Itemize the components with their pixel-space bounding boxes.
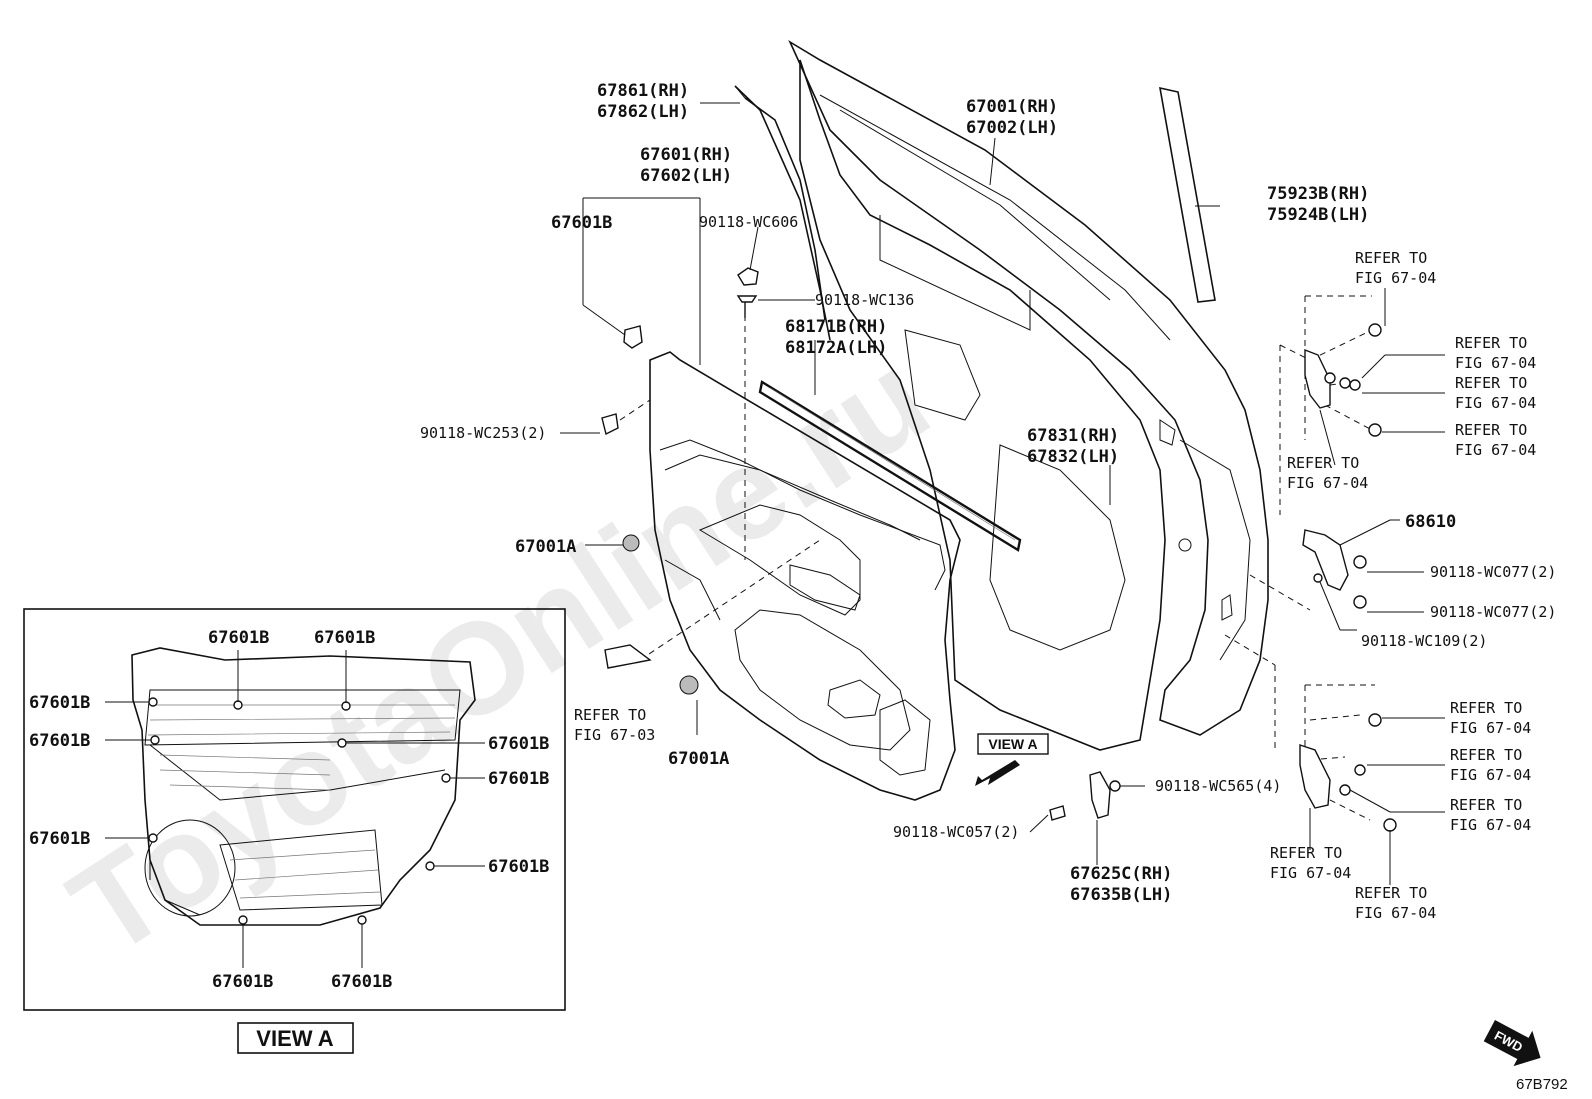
refer-fig-label: FIG 67-04 xyxy=(1287,474,1368,492)
refer-fig-label: FIG 67-04 xyxy=(1450,719,1531,737)
plug-67001A-1 xyxy=(622,534,640,552)
refer-fig-label: FIG 67-03 xyxy=(574,726,655,744)
garnish-fig6703 xyxy=(604,644,652,669)
label-wc565: 90118-WC565(4) xyxy=(1155,777,1281,795)
label-67001A-2: 67001A xyxy=(668,749,729,769)
lower-hinge xyxy=(1299,744,1331,809)
view-a-inset: 67601B 67601B 67601B 67601B 67601B 67601… xyxy=(23,608,566,1011)
view-a-label: 67601B xyxy=(29,693,90,713)
view-a-clips xyxy=(148,697,451,925)
refer-fig-label: FIG 67-04 xyxy=(1455,394,1536,412)
label-67862: 67862(LH) xyxy=(597,102,689,122)
refer-fig-label: FIG 67-04 xyxy=(1450,766,1531,784)
plug-67001A-2 xyxy=(679,675,699,695)
view-a-leaders xyxy=(105,650,485,968)
label-67001A-1: 67001A xyxy=(515,537,576,557)
pillar-garnish-75923B xyxy=(1159,86,1216,303)
refer-label: REFER TO xyxy=(1455,334,1527,352)
refer-fig-label: FIG 67-04 xyxy=(1455,441,1536,459)
refer-label: REFER TO xyxy=(1455,374,1527,392)
refer-label: REFER TO xyxy=(1287,454,1359,472)
label-67002: 67002(LH) xyxy=(966,118,1058,138)
weatherstrip-67861 xyxy=(734,85,831,341)
clip-90118-wc253 xyxy=(601,413,619,436)
label-67001: 67001(RH) xyxy=(966,97,1058,117)
label-68610: 68610 xyxy=(1405,512,1456,532)
bracket-67625C xyxy=(1089,771,1111,819)
label-wc109: 90118-WC109(2) xyxy=(1361,632,1487,650)
label-68172A: 68172A(LH) xyxy=(785,338,887,358)
label-68171B: 68171B(RH) xyxy=(785,317,887,337)
view-a-label: 67601B xyxy=(488,769,549,789)
view-a-label: 67601B xyxy=(29,731,90,751)
clip-67601B xyxy=(623,325,643,349)
view-a-marker-label: VIEW A xyxy=(988,736,1037,752)
label-wc077-2: 90118-WC077(2) xyxy=(1430,603,1556,621)
label-wc253: 90118-WC253(2) xyxy=(420,424,546,442)
view-a-label: 67601B xyxy=(29,829,90,849)
label-67601B: 67601B xyxy=(551,213,612,233)
refer-label: REFER TO xyxy=(1355,884,1427,902)
view-a-caption: VIEW A xyxy=(237,1022,354,1054)
label-67601: 67601(RH) xyxy=(640,145,732,165)
label-wc606: 90118-WC606 xyxy=(699,213,798,231)
view-a-label: 67601B xyxy=(208,628,269,648)
refer-label: REFER TO xyxy=(1270,844,1342,862)
screw-90118-wc136 xyxy=(736,295,758,318)
leader-lines xyxy=(560,102,1445,885)
label-75923B: 75923B(RH) xyxy=(1267,184,1369,204)
refer-fig-label: FIG 67-04 xyxy=(1455,354,1536,372)
door-trim-panel-67601 xyxy=(649,351,961,801)
refer-label: REFER TO xyxy=(1355,249,1427,267)
refer-label: REFER TO xyxy=(1450,699,1522,717)
door-shell-67001 xyxy=(788,39,1269,751)
view-a-title: VIEW A xyxy=(256,1026,334,1051)
refer-fig-label: FIG 67-04 xyxy=(1355,904,1436,922)
refer-fig-label: FIG 67-04 xyxy=(1450,816,1531,834)
fwd-arrow: FWD xyxy=(1483,1020,1541,1067)
refer-label: REFER TO xyxy=(1450,796,1522,814)
labels: 67861(RH) 67862(LH) 67601(RH) 67602(LH) … xyxy=(420,81,1556,922)
refer-label: REFER TO xyxy=(574,706,646,724)
view-a-marker: VIEW A xyxy=(975,733,1049,786)
fasteners xyxy=(601,267,1397,832)
view-a-label: 67601B xyxy=(488,857,549,877)
label-67831: 67831(RH) xyxy=(1027,426,1119,446)
refer-fig-label: FIG 67-04 xyxy=(1355,269,1436,287)
label-67635B: 67635B(LH) xyxy=(1070,885,1172,905)
label-75924B: 75924B(LH) xyxy=(1267,205,1369,225)
view-a-label: 67601B xyxy=(314,628,375,648)
watermark: ToyotaOnline.ru xyxy=(46,323,953,983)
view-a-label: 67601B xyxy=(212,972,273,992)
label-67861: 67861(RH) xyxy=(597,81,689,101)
label-wc057: 90118-WC057(2) xyxy=(893,823,1019,841)
refer-label: REFER TO xyxy=(1450,746,1522,764)
refer-label: REFER TO xyxy=(1455,421,1527,439)
view-a-label: 67601B xyxy=(331,972,392,992)
clip-90118-wc606 xyxy=(737,267,759,286)
label-67625C: 67625C(RH) xyxy=(1070,864,1172,884)
belt-moulding-68171B xyxy=(758,380,1022,552)
door-check-68610 xyxy=(1302,529,1349,591)
label-67832: 67832(LH) xyxy=(1027,447,1119,467)
view-a-label: 67601B xyxy=(488,734,549,754)
figure-code: 67B792 xyxy=(1516,1076,1568,1093)
refer-fig-label: FIG 67-04 xyxy=(1270,864,1351,882)
label-67602: 67602(LH) xyxy=(640,166,732,186)
upper-hinge xyxy=(1304,348,1331,409)
label-wc136: 90118-WC136 xyxy=(815,291,914,309)
label-wc077-1: 90118-WC077(2) xyxy=(1430,563,1556,581)
